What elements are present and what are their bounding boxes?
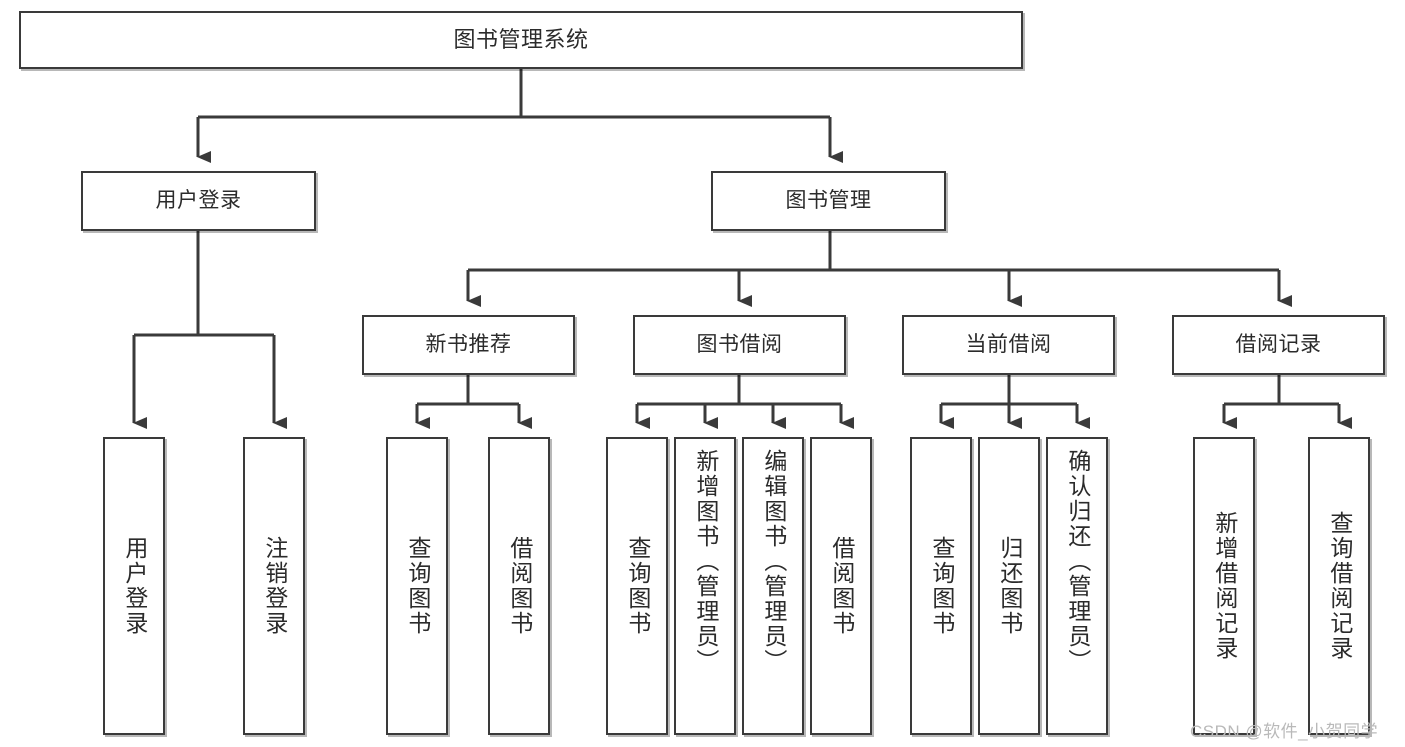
node-label: 图书管理系统 — [453, 27, 589, 53]
node-label: 图书借阅 — [696, 332, 783, 356]
node-label: 用户登录 — [121, 536, 148, 636]
leaf-br-query-record[interactable]: 查询借阅记录 — [1308, 437, 1370, 735]
node-new-book-recommend[interactable]: 新书推荐 — [362, 315, 575, 375]
node-label: 新增图书（管理员） — [692, 449, 719, 674]
node-label: 确认归还（管理员） — [1064, 449, 1091, 674]
leaf-bb-edit-book-admin[interactable]: 编辑图书（管理员） — [742, 437, 804, 735]
node-label: 用户登录 — [155, 188, 242, 212]
node-user-login[interactable]: 用户登录 — [81, 171, 316, 231]
leaf-logout[interactable]: 注销登录 — [243, 437, 305, 735]
leaf-nb-query-book[interactable]: 查询图书 — [386, 437, 448, 735]
node-label: 查询图书 — [624, 536, 651, 636]
node-label: 查询图书 — [928, 536, 955, 636]
node-label: 当前借阅 — [965, 332, 1052, 356]
node-label: 借阅图书 — [506, 536, 533, 636]
node-label: 新书推荐 — [425, 332, 512, 356]
leaf-bb-borrow-book[interactable]: 借阅图书 — [810, 437, 872, 735]
leaf-bb-query-book[interactable]: 查询图书 — [606, 437, 668, 735]
leaf-cb-return-book[interactable]: 归还图书 — [978, 437, 1040, 735]
node-label: 归还图书 — [996, 536, 1023, 636]
leaf-bb-add-book-admin[interactable]: 新增图书（管理员） — [674, 437, 736, 735]
node-label: 借阅图书 — [828, 536, 855, 636]
node-label: 新增借阅记录 — [1211, 511, 1238, 661]
node-label: 借阅记录 — [1235, 332, 1322, 356]
node-label: 查询借阅记录 — [1326, 511, 1353, 661]
node-book-management[interactable]: 图书管理 — [711, 171, 946, 231]
node-root-system[interactable]: 图书管理系统 — [19, 11, 1023, 69]
node-book-borrow[interactable]: 图书借阅 — [633, 315, 846, 375]
csdn-watermark: CSDN @软件_小贺同学 — [1190, 722, 1379, 741]
leaf-cb-confirm-return-admin[interactable]: 确认归还（管理员） — [1046, 437, 1108, 735]
node-label: 编辑图书（管理员） — [760, 449, 787, 674]
node-label: 图书管理 — [785, 188, 872, 212]
leaf-br-add-record[interactable]: 新增借阅记录 — [1193, 437, 1255, 735]
leaf-cb-query-book[interactable]: 查询图书 — [910, 437, 972, 735]
node-borrow-record[interactable]: 借阅记录 — [1172, 315, 1385, 375]
leaf-user-login[interactable]: 用户登录 — [103, 437, 165, 735]
node-label: 注销登录 — [261, 536, 288, 636]
node-label: 查询图书 — [404, 536, 431, 636]
leaf-nb-borrow-book[interactable]: 借阅图书 — [488, 437, 550, 735]
node-current-borrow[interactable]: 当前借阅 — [902, 315, 1115, 375]
